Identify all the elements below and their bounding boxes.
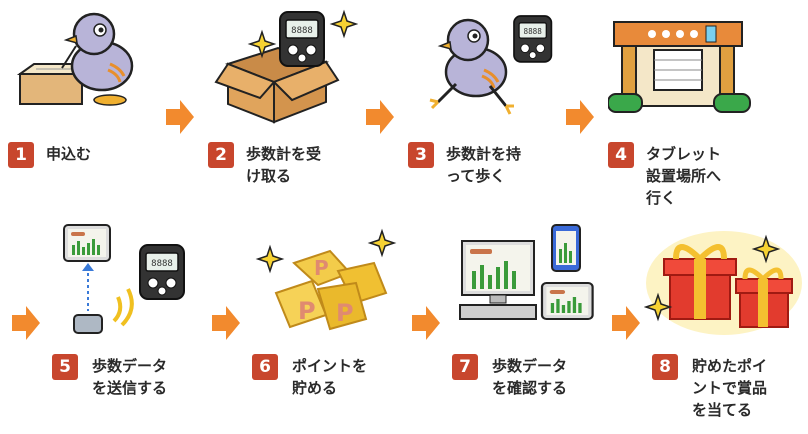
step-number-badge: 5 [52,354,78,380]
step-label: ポイントを 貯める [292,357,368,397]
step-number-badge: 2 [208,142,234,168]
step-number-badge: 1 [8,142,34,168]
step-label: 歩数データ を送信する [92,357,168,397]
step-7: 7 歩数データ を確認する [440,215,605,430]
step-8: 8 貯めたポイ ントで賞品 を当てる [640,215,808,430]
step-3: 3 歩数計を持 って歩く [400,0,565,210]
shop-kiosk-icon [608,21,751,113]
svg-text:P: P [314,256,329,280]
step-label: 歩数計を受 け取る [246,145,322,185]
arrow-right-icon [166,100,194,134]
step-number-badge: 8 [652,354,678,380]
svg-text:P: P [336,299,354,327]
step-6: P P P 6 ポイントを 貯める [240,215,405,430]
step-5: 5 歩数データ を送信する [40,215,205,430]
step-number-badge: 6 [252,354,278,380]
gift-boxes-icon [645,231,802,335]
tablet-upload-icon [63,224,185,334]
step-label: タブレット 設置場所へ 行く [646,145,722,207]
box-pedometer-icon [214,11,357,124]
step-label: 歩数計を持 って歩く [446,145,522,185]
step-label: 申込む [46,145,92,163]
step-label: 歩数データ を確認する [492,357,568,397]
pc-devices-icon [459,224,594,321]
arrow-right-icon [366,100,394,134]
arrow-right-icon [212,306,240,340]
arrow-right-icon [612,306,640,340]
pigeon-writing-icon [16,12,134,106]
step-number-badge: 3 [408,142,434,168]
step-number-badge: 7 [452,354,478,380]
step-4: 4 タブレット 設置場所へ 行く [600,0,805,210]
arrow-right-icon [12,306,40,340]
pigeon-walking-icon [429,15,553,115]
svg-text:P: P [298,297,316,325]
arrow-right-icon [566,100,594,134]
step-1: 1 申込む [0,0,165,210]
step-number-badge: 4 [608,142,634,168]
step-label: 貯めたポイ ントで賞品 を当てる [692,357,768,419]
arrow-right-icon [412,306,440,340]
step-2: 2 歩数計を受 け取る [200,0,365,210]
points-coins-icon: P P P [257,230,395,331]
